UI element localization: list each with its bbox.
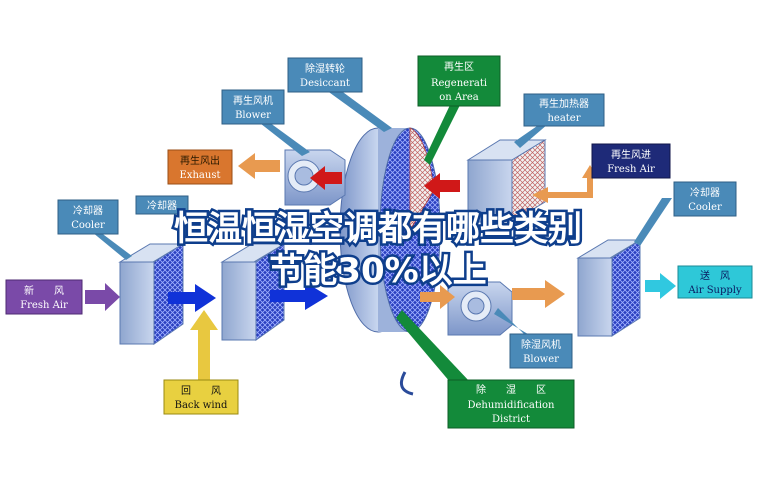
cooler-right-cn: 冷却器 [690,186,720,199]
regen-area-en-2: on Area [439,92,479,103]
right-cooler-unit [576,239,642,337]
label-back-wind: 回 风 Back wind [163,379,239,415]
desiccant-en: Desiccant [300,78,350,89]
cooler-left-cn: 冷却器 [73,204,103,217]
arrow-orange-2 [512,280,565,308]
arrow-supply [645,273,676,299]
regen-fresh-cn: 再生风进 [611,148,651,161]
arrow-exhaust [238,153,280,179]
arrow-red-2 [310,166,342,190]
arrow-regen-head [532,187,548,203]
callout-pointers [92,90,672,382]
dehum-blower-cn: 除湿风机 [521,338,561,351]
regen-heater-en: heater [547,113,580,124]
desiccant-cn: 除湿转轮 [305,62,345,75]
dehum-blower-en: Blower [523,354,559,365]
regen-area-cn: 再生区 [444,60,474,73]
dehum-blower-fan [447,281,513,336]
cooler-middle-cn: 冷却器 [147,199,177,212]
arrow-orange-1 [420,285,455,309]
arrow-red-1 [424,173,460,199]
regen-heater-unit [466,139,547,223]
arrow-back-wind [190,310,218,380]
title-line-2: 节能30%以上 [269,251,486,291]
regen-blower-en: Blower [235,110,271,121]
air-supply-en: Air Supply [687,285,742,296]
fresh-air-cn: 新 风 [24,284,64,297]
title-line-1: 恒温恒湿空调都有哪些类别 [174,209,582,249]
regen-fresh-en: Fresh Air [607,164,655,175]
label-cooler-right: 冷却器 Cooler [673,181,737,217]
label-fresh-air: 新 风 Fresh Air [5,279,83,315]
label-air-supply: 送 风 Air Supply [677,265,753,299]
label-cooler-left: 冷却器 Cooler [57,199,119,235]
arrow-regen-path [548,178,593,198]
label-regen-fresh-air: 再生风进 Fresh Air [591,143,671,179]
fresh-air-en: Fresh Air [20,300,68,311]
regen-area-en-1: Regenerati [431,78,487,89]
exhaust-en: Exhaust [180,170,221,181]
label-desiccant: 除湿转轮 Desiccant [287,57,363,93]
label-dehum-district: 除 湿 区 Dehumidification District [447,379,575,429]
overlay-title: 恒温恒湿空调都有哪些类别 节能30%以上 [172,207,585,294]
air-supply-cn: 送 风 [700,269,730,282]
back-wind-en: Back wind [175,400,228,411]
label-regen-area: 再生区 Regenerati on Area [417,55,501,107]
regen-blower-cn: 再生风机 [233,94,273,107]
arrow-blue-1 [168,284,216,312]
exhaust-cn: 再生风出 [180,154,220,167]
dehum-district-en-2: District [492,414,530,425]
label-exhaust: 再生风出 Exhaust [167,149,233,185]
dehum-district-cn: 除 湿 区 [476,383,546,396]
back-wind-cn: 回 风 [181,385,221,397]
label-regen-heater: 再生加热器 heater [523,93,605,127]
label-cooler-middle: 冷却器 [135,195,189,215]
dehum-district-en-1: Dehumidification [467,400,555,411]
desiccant-wheel [339,127,441,396]
cooler-right-en: Cooler [688,202,722,213]
regen-heater-cn: 再生加热器 [539,97,589,110]
arrow-blue-2 [270,282,328,310]
arrow-fresh-air [85,283,120,311]
label-dehum-blower: 除湿风机 Blower [509,333,573,369]
label-regen-blower: 再生风机 Blower [221,89,285,125]
cooler-left-en: Cooler [71,220,105,231]
